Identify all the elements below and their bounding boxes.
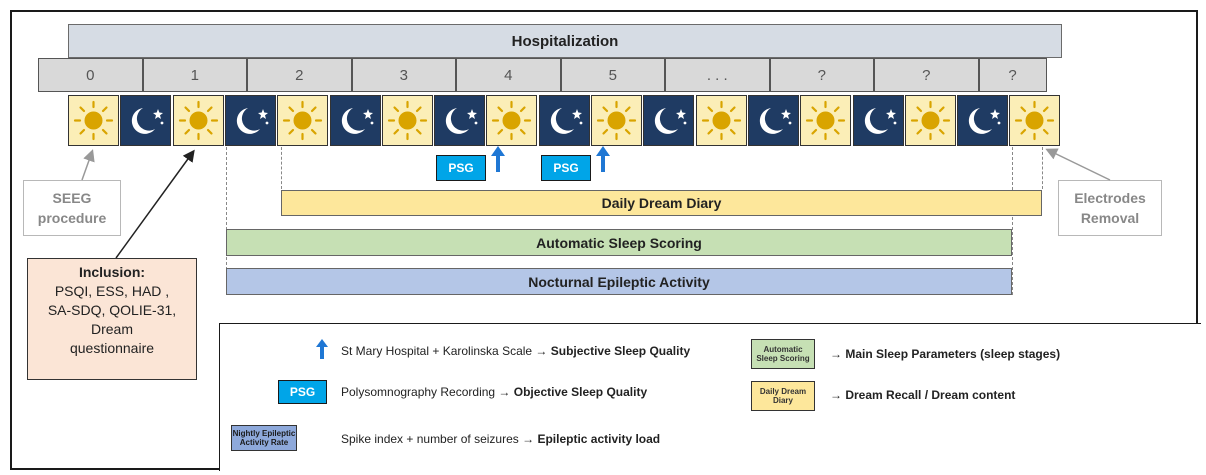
inclusion-line: SA-SDQ, QOLIE-31,: [47, 302, 177, 318]
moon-stars-icon: [538, 95, 590, 146]
sun-icon: [381, 95, 433, 146]
up-arrow-icon: [596, 146, 610, 172]
guide-line-4: [1042, 147, 1043, 189]
sun-icon: [800, 95, 852, 146]
sun-icon: [68, 95, 119, 146]
moon-stars-icon: [643, 95, 695, 146]
legend-diary-text: → Dream Recall / Dream content: [830, 388, 1016, 402]
nocturnal-epileptic-activity-bar: Nocturnal Epileptic Activity: [226, 268, 1012, 295]
moon-stars-icon: [120, 95, 172, 146]
sun-icon: [277, 95, 329, 146]
psg-box-1: PSG: [436, 155, 486, 181]
legend-psg-box: PSG: [278, 380, 327, 404]
day-label: 4: [456, 58, 561, 92]
inclusion-line: PSQI, ESS, HAD ,: [54, 283, 170, 299]
legend-psg-bold: Objective Sleep Quality: [513, 385, 648, 399]
legend-diary-box: Daily Dream Diary: [751, 381, 815, 411]
moon-stars-icon: [852, 95, 904, 146]
moon-stars-icon: [434, 95, 486, 146]
legend-subjective: St Mary Hospital + Karolinska Scale → Su…: [341, 344, 690, 358]
psg-box-2: PSG: [541, 155, 591, 181]
sun-icon: [486, 95, 538, 146]
seeg-line-2: procedure: [37, 210, 107, 226]
legend-epileptic: Spike index + number of seizures → Epile…: [341, 432, 660, 446]
legend-box: St Mary Hospital + Karolinska Scale → Su…: [219, 323, 1201, 471]
seeg-line-1: SEEG: [52, 190, 92, 206]
legend-auto-scoring-box: Automatic Sleep Scoring: [751, 339, 815, 369]
sun-icon: [904, 95, 956, 146]
legend-arrow-text: St Mary Hospital + Karolinska Scale →: [341, 344, 551, 358]
legend-psg-text: Polysomnography Recording →: [341, 385, 514, 399]
moon-stars-icon: [957, 95, 1009, 146]
sun-icon: [591, 95, 642, 146]
guide-line-2: [281, 147, 282, 189]
day-label: ?: [978, 58, 1047, 92]
legend-objective: Polysomnography Recording → Objective Sl…: [341, 385, 647, 399]
electrodes-line-2: Removal: [1080, 210, 1140, 226]
moon-stars-icon: [329, 95, 381, 146]
inclusion-line: Dream: [90, 321, 133, 337]
legend-nightly-box: Nightly Epileptic Activity Rate: [231, 425, 297, 451]
sun-icon: [1009, 95, 1061, 146]
legend-nightly-text: Spike index + number of seizures →: [341, 432, 538, 446]
electrodes-line-1: Electrodes: [1074, 190, 1146, 206]
sun-icon: [695, 95, 747, 146]
automatic-sleep-scoring-bar: Automatic Sleep Scoring: [226, 229, 1012, 256]
day-label: 5: [560, 58, 665, 92]
day-label: . . .: [665, 58, 770, 92]
up-arrow-icon: [491, 146, 505, 172]
moon-stars-icon: [747, 95, 799, 146]
legend-nightly-bold: Epileptic activity load: [537, 432, 661, 446]
day-label: 1: [142, 58, 247, 92]
day-label: 0: [38, 58, 143, 92]
day-label: ?: [874, 58, 979, 92]
sun-icon: [172, 95, 224, 146]
moon-stars-icon: [224, 95, 276, 146]
legend-auto-text: → Main Sleep Parameters (sleep stages): [830, 347, 1061, 361]
seeg-procedure-box: SEEG procedure: [23, 180, 121, 236]
inclusion-box: Inclusion: PSQI, ESS, HAD , SA-SDQ, QOLI…: [27, 258, 197, 380]
legend-arrow-bold: Subjective Sleep Quality: [550, 344, 691, 358]
day-label: ?: [769, 58, 874, 92]
up-arrow-icon: [316, 339, 328, 359]
inclusion-title: Inclusion:: [78, 264, 146, 280]
hospitalization-bar: Hospitalization: [68, 24, 1062, 58]
day-label: 2: [247, 58, 352, 92]
daily-dream-diary-bar: Daily Dream Diary: [281, 190, 1042, 216]
inclusion-line: questionnaire: [69, 340, 155, 356]
guide-line-3: [1012, 147, 1013, 295]
guide-line-1: [226, 147, 227, 295]
day-label: 3: [351, 58, 456, 92]
